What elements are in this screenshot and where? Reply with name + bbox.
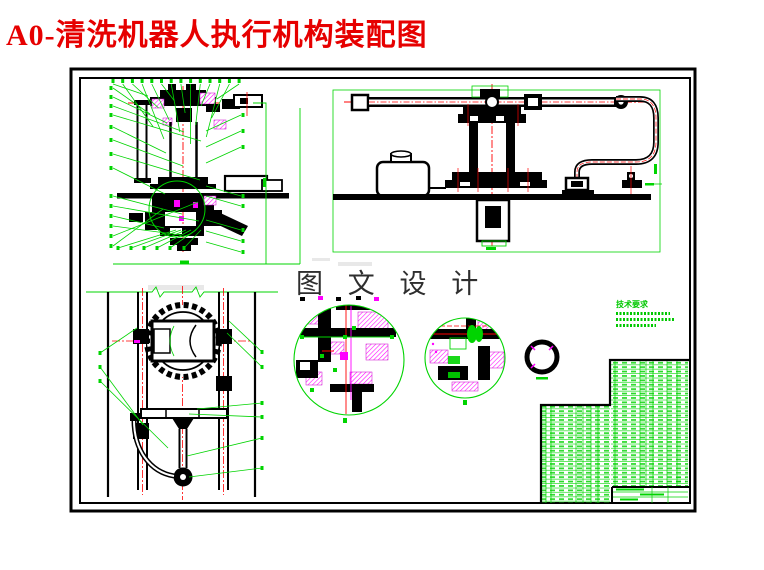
tech-requirements-line — [616, 323, 656, 327]
detail-view-b — [424, 317, 506, 405]
front-section-view — [113, 84, 301, 265]
scan-smudge — [338, 262, 372, 266]
side-elevation-view — [332, 84, 662, 253]
balloon-leaders — [98, 79, 264, 478]
tech-requirements-title: 技术要求 — [616, 300, 648, 309]
tech-requirements-line — [616, 311, 670, 315]
tech-requirements: 技术要求 — [616, 300, 686, 327]
plan-view — [86, 286, 278, 500]
parts-list-table — [539, 358, 689, 503]
scan-smudge — [312, 258, 330, 261]
title-block — [611, 477, 689, 503]
sheet-border — [69, 67, 697, 513]
seal-ring-view — [524, 339, 560, 380]
watermark: 图 文 设 计 — [296, 269, 488, 299]
page-title: A0-清洗机器人执行机构装配图 — [6, 19, 428, 52]
tech-requirements-line — [616, 317, 674, 321]
detail-view-a — [293, 296, 405, 423]
scan-smudge — [148, 285, 204, 290]
